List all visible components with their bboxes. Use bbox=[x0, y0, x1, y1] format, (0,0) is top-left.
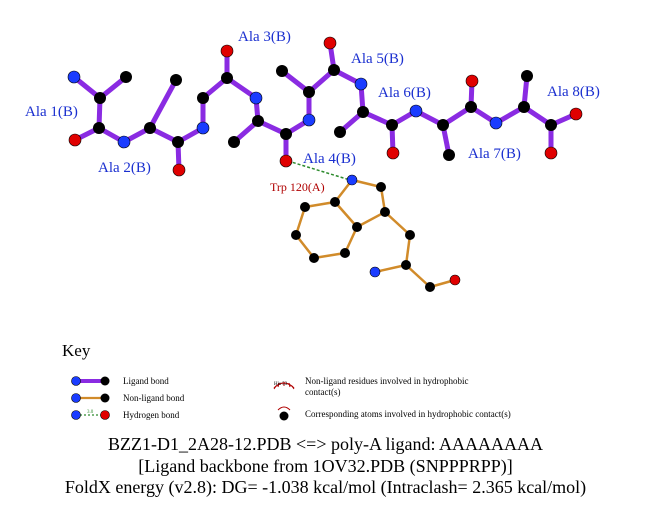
oxygen-atom bbox=[323, 36, 337, 50]
carbon-atom bbox=[221, 72, 233, 84]
nitrogen-atom bbox=[346, 174, 358, 186]
nitrogen-atom bbox=[302, 113, 316, 127]
oxygen-atom bbox=[449, 274, 461, 286]
oxygen-atom bbox=[220, 44, 234, 58]
carbon-atom bbox=[401, 260, 411, 270]
carbon-atom bbox=[94, 92, 106, 104]
carbon-atom bbox=[291, 230, 301, 240]
key-hydrophobic-example: His 53 bbox=[274, 382, 288, 387]
carbon-atom bbox=[380, 207, 390, 217]
label-ala3: Ala 3(B) bbox=[238, 29, 291, 45]
residue-labels: Ala 1(B) Ala 2(B) Ala 3(B) Ala 4(B) Ala … bbox=[25, 29, 600, 176]
nitrogen-atom bbox=[369, 266, 381, 278]
nitrogen-atom bbox=[117, 135, 131, 149]
carbon-atom bbox=[437, 119, 449, 131]
key-nonligand-bond-label: Non-ligand bond bbox=[123, 393, 185, 403]
key-hydrophobic-residue-line2: contact(s) bbox=[305, 387, 340, 397]
nitrogen-atom bbox=[354, 77, 368, 91]
carbon-atom bbox=[172, 136, 184, 148]
key-ligand-bond-label: Ligand bond bbox=[123, 376, 169, 386]
carbon-atom bbox=[465, 101, 477, 113]
label-ala1: Ala 1(B) bbox=[25, 104, 78, 120]
key-hydrophobic-atoms-label: Corresponding atoms involved in hydropho… bbox=[305, 409, 511, 419]
carbon-atom bbox=[144, 122, 156, 134]
carbon-atom bbox=[521, 70, 533, 82]
carbon-atom bbox=[443, 149, 455, 161]
carbon-atom bbox=[545, 119, 557, 131]
carbon-atom bbox=[518, 101, 530, 113]
oxygen-atom bbox=[569, 107, 583, 121]
label-trp120: Trp 120(A) bbox=[270, 180, 325, 194]
oxygen-atom bbox=[172, 163, 186, 177]
carbon-atom bbox=[425, 282, 435, 292]
key-hydrophobic-residue-line1: Non-ligand residues involved in hydropho… bbox=[305, 376, 468, 386]
caption-line1: BZZ1-D1_2A28-12.PDB <=> poly-A ligand: A… bbox=[108, 434, 543, 454]
ligand-atoms bbox=[67, 36, 583, 177]
carbon-atom bbox=[197, 92, 209, 104]
label-ala5: Ala 5(B) bbox=[351, 51, 404, 67]
carbon-atom bbox=[120, 71, 132, 83]
key-hydrogen-bond-label: Hydrogen bond bbox=[123, 410, 180, 420]
carbon-atom bbox=[376, 182, 386, 192]
trp-atoms bbox=[291, 174, 461, 292]
caption-line3: FoldX energy (v2.8): DG= -1.038 kcal/mol… bbox=[64, 477, 587, 497]
key-hbond-distance: 3.0 bbox=[87, 410, 94, 415]
carbon-atom bbox=[309, 253, 319, 263]
carbon-atom bbox=[334, 126, 346, 138]
carbon-atom bbox=[170, 74, 182, 86]
carbon-atom bbox=[252, 115, 264, 127]
carbon-atom bbox=[276, 65, 288, 77]
label-ala7: Ala 7(B) bbox=[468, 146, 521, 162]
key-title: Key bbox=[62, 341, 91, 360]
carbon-atom bbox=[352, 222, 362, 232]
caption-line2: [Ligand backbone from 1OV32.PDB (SNPPPRP… bbox=[138, 456, 513, 476]
label-ala2: Ala 2(B) bbox=[98, 160, 151, 176]
nitrogen-atom bbox=[67, 70, 81, 84]
oxygen-atom bbox=[68, 133, 82, 147]
nitrogen-atom bbox=[249, 91, 263, 105]
key-legend: Ligand bond Non-ligand bond 3.0 Hydrogen… bbox=[71, 376, 511, 421]
nitrogen-atom bbox=[196, 121, 210, 135]
label-ala8: Ala 8(B) bbox=[547, 84, 600, 100]
carbon-atom bbox=[300, 202, 310, 212]
carbon-atom bbox=[405, 230, 415, 240]
carbon-atom bbox=[303, 86, 315, 98]
label-ala6: Ala 6(B) bbox=[378, 85, 431, 101]
nitrogen-atom bbox=[489, 116, 503, 130]
carbon-atom bbox=[386, 119, 398, 131]
oxygen-atom bbox=[279, 154, 293, 168]
oxygen-atom bbox=[544, 146, 558, 160]
carbon-atom bbox=[228, 136, 240, 148]
nitrogen-atom bbox=[409, 104, 423, 118]
carbon-atom bbox=[330, 197, 340, 207]
carbon-atom bbox=[340, 248, 350, 258]
carbon-atom bbox=[93, 122, 105, 134]
label-ala4: Ala 4(B) bbox=[303, 151, 356, 167]
carbon-atom bbox=[280, 128, 292, 140]
carbon-atom bbox=[328, 64, 340, 76]
hydrogen-bond bbox=[287, 160, 351, 181]
carbon-atom bbox=[357, 106, 369, 118]
oxygen-atom bbox=[386, 146, 400, 160]
oxygen-atom bbox=[465, 74, 479, 88]
